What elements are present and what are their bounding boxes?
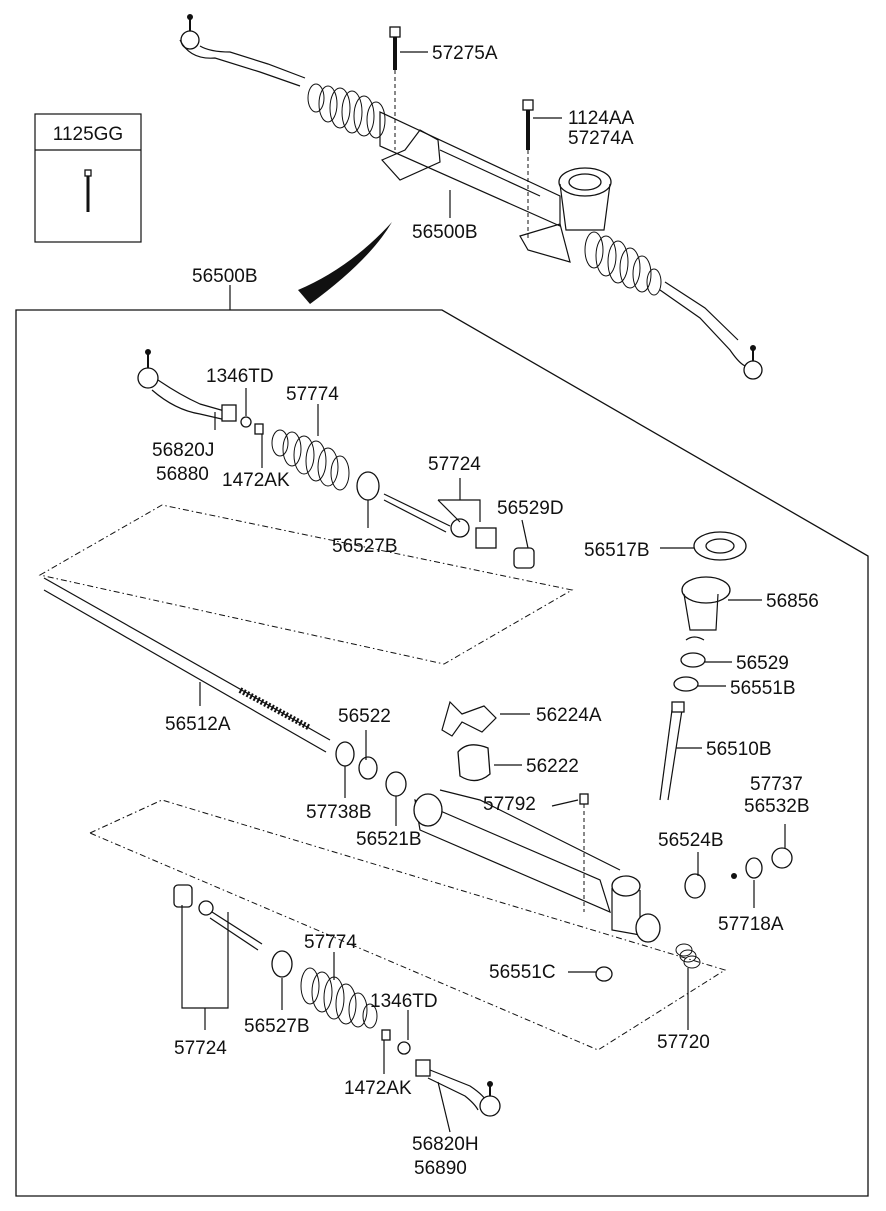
- callout-57774-bottom: 57774: [304, 932, 357, 953]
- callout-1346TD-top: 1346TD: [206, 366, 274, 387]
- callout-57274A: 57274A: [568, 128, 634, 149]
- callout-56529D: 56529D: [497, 498, 564, 519]
- callout-56500B-frame: 56500B: [192, 266, 258, 287]
- callout-56510B: 56510B: [706, 739, 772, 760]
- exploded-parts: [43, 349, 793, 1117]
- callout-56532B: 56532B: [744, 796, 810, 817]
- callout-57724-bottom: 57724: [174, 1038, 227, 1059]
- callout-1472AK-top: 1472AK: [222, 470, 290, 491]
- callout-56512A: 56512A: [165, 714, 231, 735]
- callout-56224A: 56224A: [536, 705, 602, 726]
- callout-56527B-top: 56527B: [332, 536, 398, 557]
- callout-1346TD-bottom: 1346TD: [370, 991, 438, 1012]
- callout-56500B-top: 56500B: [412, 222, 478, 243]
- callout-56856: 56856: [766, 591, 819, 612]
- callout-1472AK-bottom: 1472AK: [344, 1078, 412, 1099]
- leader-lines: [181, 51, 786, 1133]
- callout-56820H: 56820H: [412, 1134, 479, 1155]
- callout-57275A: 57275A: [432, 43, 498, 64]
- callout-1124AA: 1124AA: [568, 108, 635, 129]
- callout-labels: 57275A 1124AA 57274A 56500B 56500B 1346T…: [152, 43, 819, 1179]
- bolt-icon: [84, 169, 92, 212]
- callout-57737: 57737: [750, 774, 803, 795]
- callout-57774-top: 57774: [286, 384, 339, 405]
- callout-56551B: 56551B: [730, 678, 796, 699]
- callout-56880: 56880: [156, 464, 209, 485]
- callout-56524B: 56524B: [658, 830, 724, 851]
- callout-56222: 56222: [526, 756, 579, 777]
- callout-56529: 56529: [736, 653, 789, 674]
- callout-56521B: 56521B: [356, 829, 422, 850]
- top-assembly-illustration: [179, 14, 763, 380]
- callout-56551C: 56551C: [489, 962, 556, 983]
- callout-57724-top: 57724: [428, 454, 481, 475]
- callout-56820J: 56820J: [152, 440, 214, 461]
- callout-56527B-bottom: 56527B: [244, 1016, 310, 1037]
- callout-57792: 57792: [483, 794, 536, 815]
- legend-box-code: 1125GG: [53, 124, 123, 145]
- callout-57718A: 57718A: [718, 914, 784, 935]
- callout-57720: 57720: [657, 1032, 710, 1053]
- legend-box: 1125GG: [34, 113, 142, 243]
- callout-57738B: 57738B: [306, 802, 372, 823]
- callout-56522: 56522: [338, 706, 391, 727]
- callout-56890: 56890: [414, 1158, 467, 1179]
- callout-56517B: 56517B: [584, 540, 650, 561]
- assembly-frame: [15, 285, 869, 1197]
